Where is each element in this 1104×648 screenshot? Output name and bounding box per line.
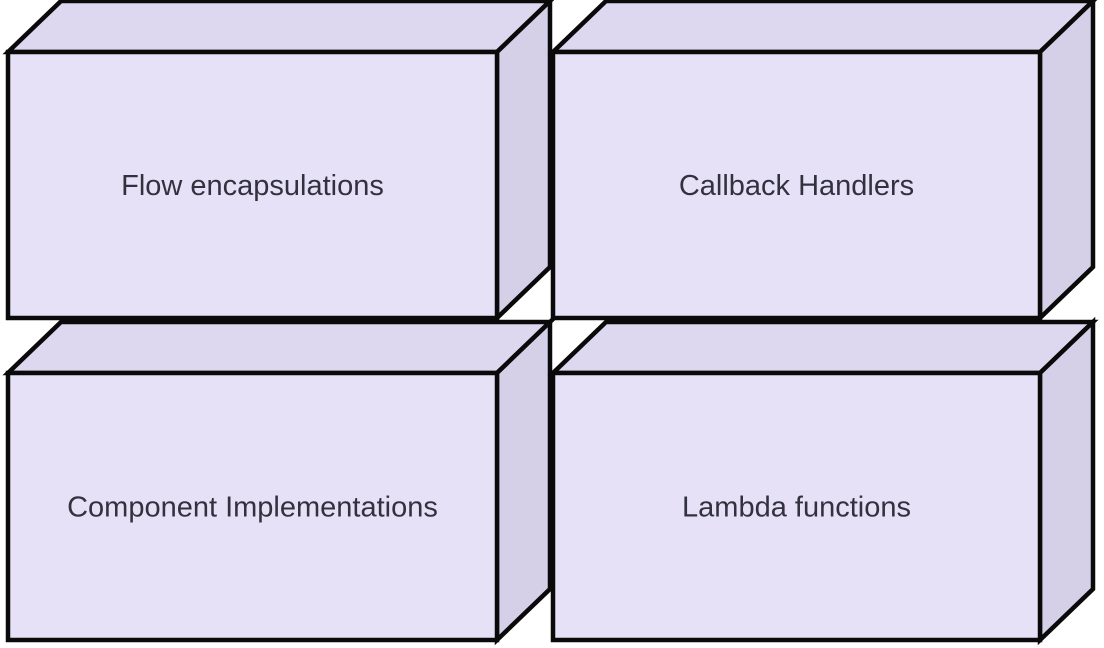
node-callback-handlers: Callback Handlers	[547, 0, 1098, 324]
box-front-face	[5, 49, 500, 321]
box-front-face	[5, 370, 500, 643]
box-top-face	[547, 319, 1099, 376]
box-top-face	[547, 0, 1098, 55]
box-side-face	[494, 316, 553, 646]
box-top-face	[2, 319, 556, 376]
node-component-implementations: Component Implementations	[2, 316, 556, 646]
box-top-face	[2, 0, 555, 55]
node-label: Component Implementations	[67, 492, 438, 524]
box-front-face	[550, 370, 1043, 643]
box-side-face	[494, 0, 553, 324]
node-label: Lambda functions	[682, 492, 911, 524]
node-lambda-functions: Lambda functions	[547, 316, 1099, 646]
box-front-face	[550, 49, 1043, 321]
node-label: Flow encapsulations	[121, 170, 384, 202]
node-flow-encapsulations: Flow encapsulations	[2, 0, 555, 324]
box-side-face	[1037, 0, 1096, 324]
node-label: Callback Handlers	[679, 170, 914, 202]
box-side-face	[1037, 316, 1096, 646]
